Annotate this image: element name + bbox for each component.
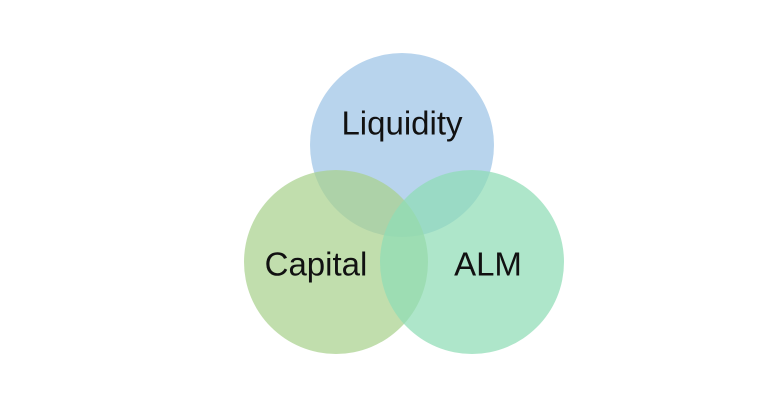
liquidity-label: Liquidity: [341, 105, 463, 142]
capital-label: Capital: [265, 246, 368, 283]
alm-circle: [380, 170, 564, 354]
capital-circle: [244, 170, 428, 354]
venn-circles: [244, 53, 564, 354]
alm-label: ALM: [454, 246, 522, 283]
